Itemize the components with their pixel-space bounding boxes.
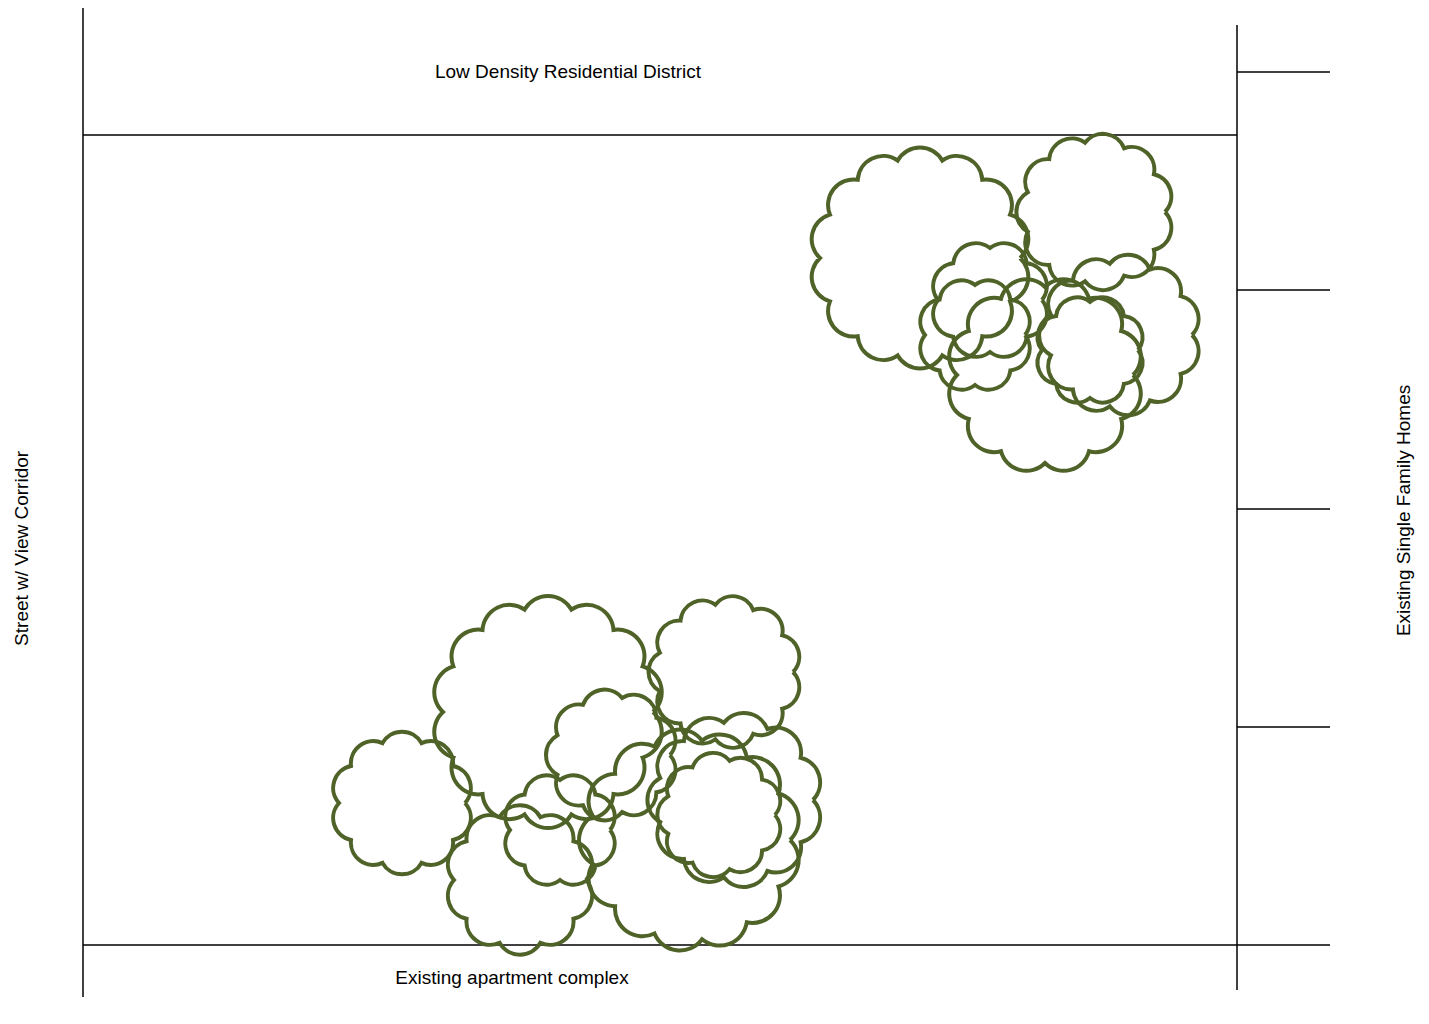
apartment-label: Existing apartment complex bbox=[395, 967, 628, 990]
tree-canopy bbox=[579, 729, 799, 950]
tree-canopy bbox=[448, 805, 592, 954]
tree-canopy bbox=[657, 753, 780, 877]
district-label: Low Density Residential District bbox=[435, 61, 701, 84]
tree-canopy bbox=[920, 280, 1029, 389]
property-lines bbox=[83, 8, 1330, 997]
lot-line bbox=[1237, 726, 1330, 728]
tree-canopy bbox=[505, 775, 614, 884]
lot-line bbox=[1237, 71, 1330, 73]
tree-clusters bbox=[333, 134, 1198, 955]
street-line bbox=[82, 8, 84, 997]
homes-label: Existing Single Family Homes bbox=[1394, 384, 1417, 635]
north-boundary bbox=[83, 134, 1237, 136]
street-label: Street w/ View Corridor bbox=[11, 450, 34, 645]
east-boundary bbox=[1236, 25, 1238, 990]
lot-line bbox=[1237, 289, 1330, 291]
tree-canopy bbox=[812, 147, 1029, 368]
tree-canopy bbox=[647, 713, 820, 887]
lot-line bbox=[1237, 508, 1330, 510]
tree-canopy bbox=[1038, 298, 1143, 403]
tree-canopy bbox=[1039, 255, 1199, 416]
tree-canopy bbox=[949, 279, 1141, 471]
